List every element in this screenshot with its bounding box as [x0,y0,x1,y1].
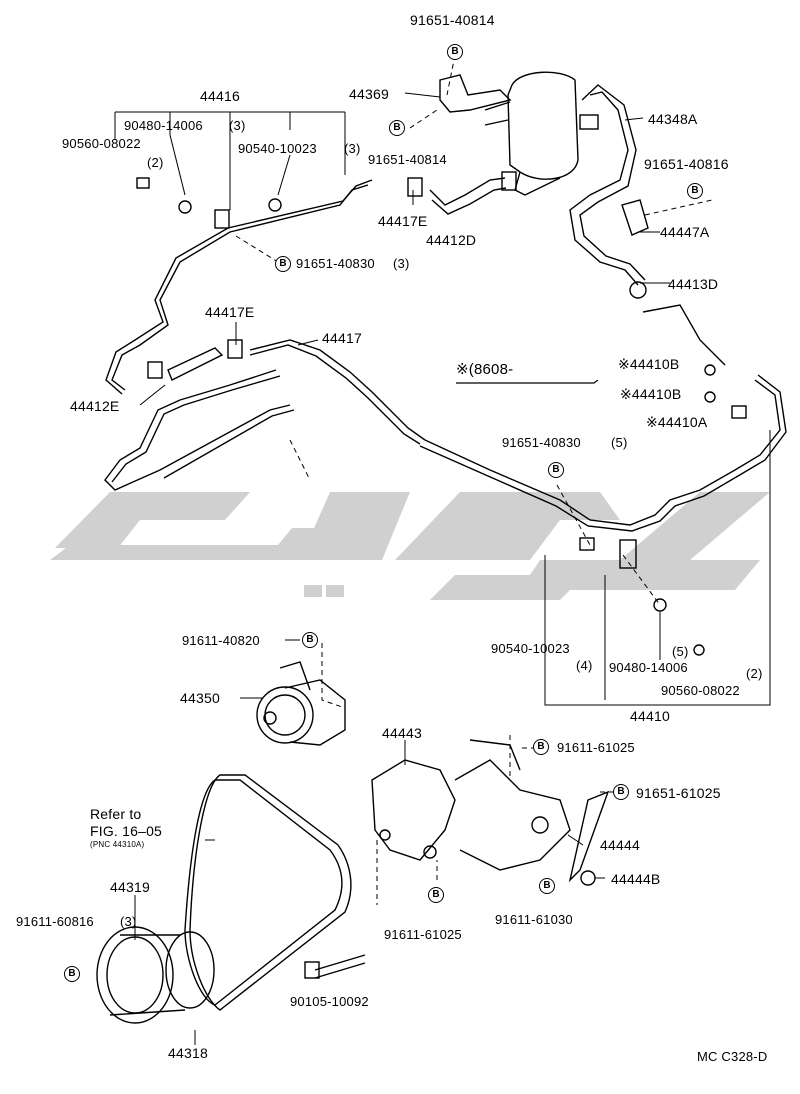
label-44417e-mid: 44417E [205,304,255,320]
label-90560-08022-top: 90560-08022 [62,136,141,151]
label-44417e-top: 44417E [378,213,428,229]
label-qty: (3) [344,141,361,156]
label-44410b-2: ※44410B [620,386,682,402]
label-44318: 44318 [168,1045,208,1061]
label-44412e: 44412E [70,398,120,414]
label-44444b: 44444B [611,871,661,887]
bolt-marker-b: B [447,44,463,60]
label-91651-40814-mid: 91651-40814 [368,152,447,167]
label-91611-60816: 91611-60816 [16,914,94,929]
refer-note-line2: FIG. 16–05 [90,823,163,839]
refer-note-line1: Refer to [90,806,142,822]
label-91611-61025-top: 91611-61025 [557,740,635,755]
label-90480-14006-top: 90480-14006 [124,118,203,133]
label-qty: (4) [576,658,593,673]
label-90105-10092: 90105-10092 [290,994,369,1009]
label-44410b-1: ※44410B [618,356,680,372]
label-44319: 44319 [110,879,150,895]
label-91611-40820: 91611-40820 [182,633,260,648]
bolt-marker-b: B [389,120,405,136]
pipe-lines [96,54,787,1045]
bolt-marker-b: B [539,878,555,894]
figure-code: MC C328-D [697,1049,768,1064]
label-qty: (3) [120,914,137,929]
label-44410a: ※44410A [646,414,708,430]
bolt-marker-b: B [548,462,564,478]
bolt-marker-b: B [428,887,444,903]
label-91611-61025-bottom: 91611-61025 [384,927,462,942]
bolt-marker-b: B [533,739,549,755]
label-44416: 44416 [200,88,240,104]
date-note: ※(8608- [456,361,514,378]
label-91651-40830-top: 91651-40830 [296,256,375,271]
bolt-marker-b: B [64,966,80,982]
label-44417: 44417 [322,330,362,346]
label-qty: (3) [393,256,410,271]
label-91651-40814-top: 91651-40814 [410,12,495,28]
label-qty: (5) [672,644,689,659]
label-44447a: 44447A [660,224,710,240]
label-qty: (3) [229,118,246,133]
label-44369: 44369 [349,86,389,102]
label-44444: 44444 [600,837,640,853]
label-44413d: 44413D [668,276,719,292]
label-90540-10023-bottom: 90540-10023 [491,641,570,656]
label-44350: 44350 [180,690,220,706]
watermark-logo [50,492,770,600]
label-44412d: 44412D [426,232,477,248]
label-44443: 44443 [382,725,422,741]
label-44410: 44410 [630,708,670,724]
bolt-marker-b: B [613,784,629,800]
label-qty: (5) [611,435,628,450]
refer-note-line3: (PNC 44310A) [90,840,145,849]
label-91651-40816: 91651-40816 [644,156,729,172]
label-90560-08022-bottom: 90560-08022 [661,683,740,698]
label-91611-61030: 91611-61030 [495,912,573,927]
bolt-marker-b: B [275,256,291,272]
bolt-marker-b: B [687,183,703,199]
label-90480-14006-bottom: 90480-14006 [609,660,688,675]
bolt-marker-b: B [302,632,318,648]
label-90540-10023-top: 90540-10023 [238,141,317,156]
label-91651-61025: 91651-61025 [636,785,721,801]
date-note-bracket [456,380,599,384]
label-91651-40830-right: 91651-40830 [502,435,581,450]
label-44348a: 44348A [648,111,698,127]
label-qty: (2) [746,666,763,681]
label-qty: (2) [147,155,164,170]
